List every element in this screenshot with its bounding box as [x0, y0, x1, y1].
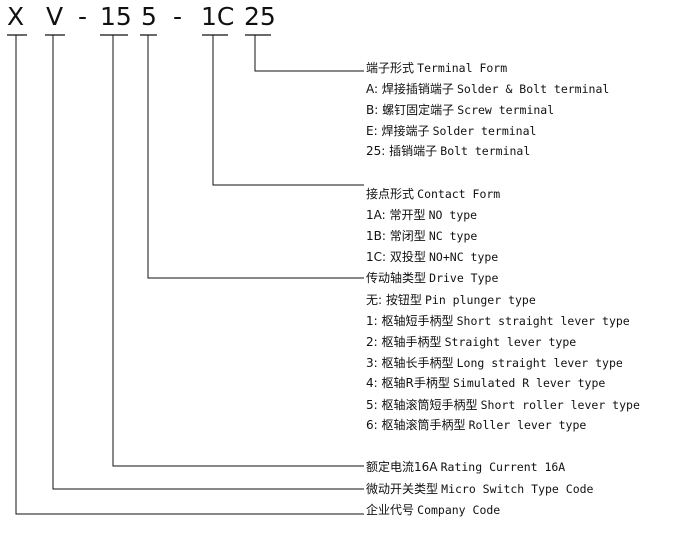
code-char-5: 5: [141, 2, 157, 31]
code-char-v: V: [46, 2, 64, 31]
leader-contact: [212, 35, 364, 186]
code-dash-1: -: [78, 2, 88, 31]
leader-rating: [112, 35, 364, 467]
drive-item: 6: 枢轴滚筒手柄型 Roller lever type: [366, 418, 587, 432]
contact-item: 1B: 常闭型 NC type: [366, 229, 478, 243]
drive-item: 3: 枢轴长手柄型 Long straight lever type: [366, 356, 623, 370]
code-char-1c: 1C: [201, 2, 235, 31]
contact-item: 1C: 双投型 NO+NC type: [366, 250, 499, 264]
leader-switch-type: [52, 35, 364, 490]
terminal-item: 25: 插销端子 Bolt terminal: [366, 144, 531, 158]
terminal-header: 端子形式 Terminal Form: [366, 61, 508, 75]
drive-header: 传动轴类型 Drive Type: [366, 271, 499, 285]
contact-header: 接点形式 Contact Form: [366, 187, 501, 201]
company-header: 企业代号 Company Code: [366, 503, 501, 517]
leader-company: [15, 35, 364, 515]
terminal-item: B: 螺钉固定端子 Screw terminal: [366, 103, 555, 117]
drive-item: 2: 枢轴手柄型 Straight lever type: [366, 335, 577, 349]
terminal-item: A: 焊接插销端子 Solder & Bolt terminal: [366, 82, 610, 96]
switch-type-header: 微动开关类型 Micro Switch Type Code: [366, 482, 594, 496]
leader-terminal: [254, 35, 364, 72]
drive-item: 无: 按钮型 Pin plunger type: [366, 293, 536, 307]
code-char-x: X: [7, 2, 25, 31]
code-dash-2: -: [173, 2, 183, 31]
code-char-15: 15: [100, 2, 132, 31]
leader-drive: [147, 35, 364, 279]
drive-item: 1: 枢轴短手柄型 Short straight lever type: [366, 314, 630, 328]
drive-item: 4: 枢轴R手柄型 Simulated R lever type: [366, 376, 606, 390]
rating-header: 额定电流16A Rating Current 16A: [366, 460, 566, 474]
contact-item: 1A: 常开型 NO type: [366, 208, 478, 222]
terminal-item: E: 焊接端子 Solder terminal: [366, 124, 537, 138]
code-char-25: 25: [244, 2, 276, 31]
drive-item: 5: 枢轴滚筒短手柄型 Short roller lever type: [366, 398, 640, 412]
